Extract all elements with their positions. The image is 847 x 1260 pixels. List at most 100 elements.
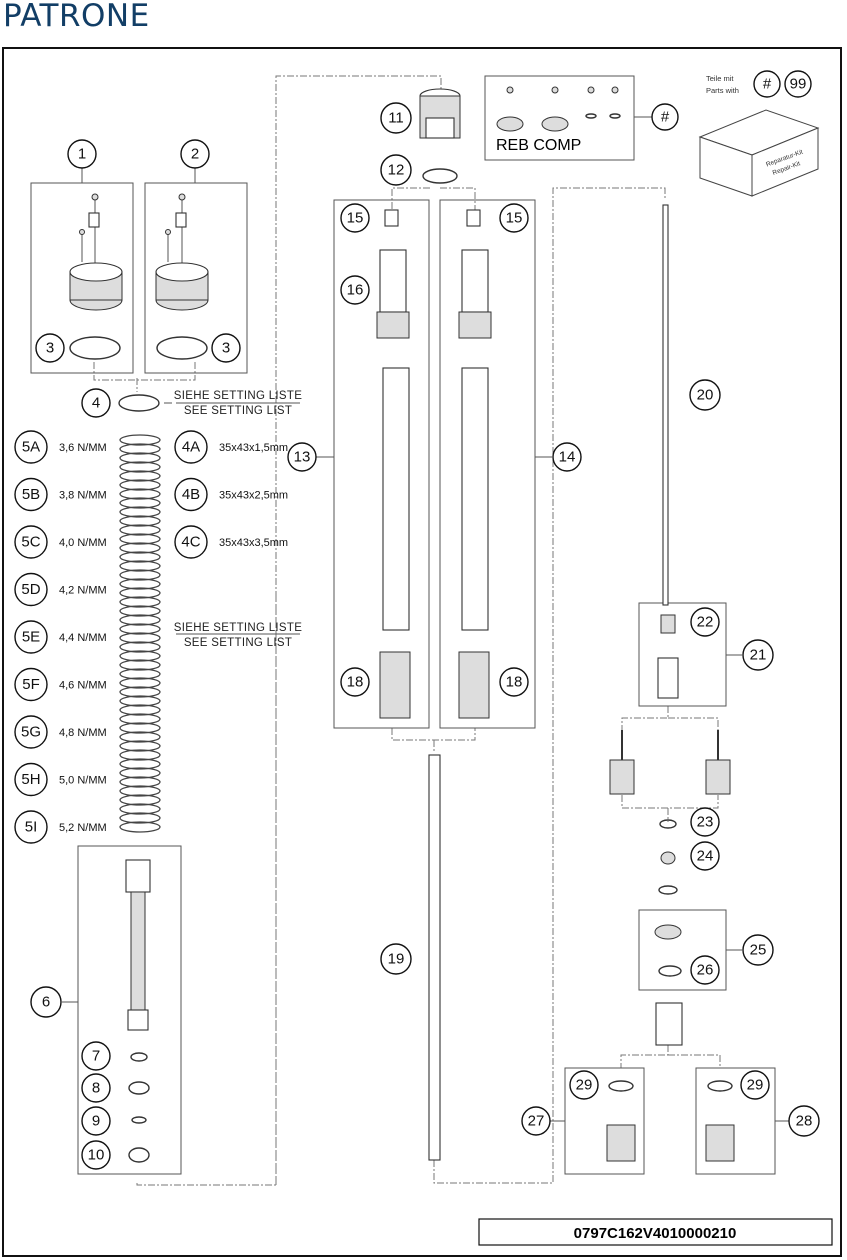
svg-text:15: 15 <box>506 210 523 227</box>
callout-29a: 29 <box>569 1070 599 1100</box>
connector-lines <box>93 75 721 1186</box>
shim-option-id: 4B <box>182 486 200 503</box>
reb-comp-parts <box>496 86 621 132</box>
shim-stack-part <box>654 819 683 1046</box>
part-6-box <box>77 845 182 1175</box>
callout-21: 21 <box>742 639 774 671</box>
spring-rate-label: 3,6 N/MM <box>59 442 107 454</box>
spring-option-id: 5F <box>22 676 40 693</box>
damper-rod-part <box>428 754 441 1161</box>
tube-13-part <box>376 209 411 719</box>
shim-size-label: 35x43x3,5mm <box>219 537 288 549</box>
svg-text:2: 2 <box>191 146 199 163</box>
reb-comp-box <box>484 75 635 161</box>
callout-19: 19 <box>380 943 412 975</box>
page-title: PATRONE <box>3 0 150 34</box>
callout-10: 10 <box>81 1140 111 1170</box>
callout-27: 27 <box>521 1106 551 1136</box>
svg-text:11: 11 <box>388 110 404 127</box>
callout-3b: 3 <box>211 333 241 363</box>
spring-option-id: 5H <box>21 771 40 788</box>
spring-option-id: 5G <box>21 724 41 741</box>
spring-rate-label: 3,8 N/MM <box>59 490 107 502</box>
shim-option-4a: 4A <box>174 430 208 464</box>
callout-4: 4 <box>81 388 111 418</box>
spring-rate-label: 4,0 N/MM <box>59 537 107 549</box>
spring-option-5i: 5I <box>14 810 48 844</box>
callout-12: 12 <box>380 154 412 186</box>
svg-text:10: 10 <box>88 1147 105 1164</box>
top-cap-1-part <box>69 193 123 360</box>
kit-text-en: Parts with <box>706 86 739 95</box>
callout-22: 22 <box>690 607 720 637</box>
reb-comp-label: REB COMP <box>496 137 581 154</box>
svg-text:26: 26 <box>697 962 714 979</box>
callout-26: 26 <box>690 955 720 985</box>
spring-option-id: 5D <box>21 581 40 598</box>
callout-hash-legend: # <box>753 70 781 98</box>
svg-text:29: 29 <box>747 1077 764 1094</box>
repair-kit-box-icon: Reparatur-Kit Repair-Kit <box>698 109 820 197</box>
tube-14-part <box>458 209 492 719</box>
spring-option-id: 5E <box>22 629 40 646</box>
svg-text:12: 12 <box>388 162 405 179</box>
fork-spring-part <box>119 434 161 833</box>
spring-option-id: 5A <box>22 439 40 456</box>
svg-text:16: 16 <box>347 282 364 299</box>
svg-text:15: 15 <box>347 210 364 227</box>
cartridge-rod-part <box>125 859 151 1163</box>
callout-29b: 29 <box>740 1070 770 1100</box>
callout-15a: 15 <box>340 203 370 233</box>
svg-text:22: 22 <box>697 614 714 631</box>
part-2-box <box>144 182 248 374</box>
callout-hash-reb: # <box>651 103 679 131</box>
spring-rate-label: 4,8 N/MM <box>59 727 107 739</box>
kit-text-de: Teile mit <box>706 74 734 83</box>
svg-text:3: 3 <box>46 340 54 357</box>
spring-option-5g: 5G <box>14 715 48 749</box>
part-14-box <box>439 199 536 729</box>
spring-option-id: 5I <box>25 819 38 836</box>
callout-2: 2 <box>180 139 210 169</box>
callout-18a: 18 <box>340 667 370 697</box>
svg-text:#: # <box>661 109 670 126</box>
svg-text:#: # <box>763 76 772 93</box>
svg-text:28: 28 <box>796 1113 813 1130</box>
callout-16: 16 <box>340 275 370 305</box>
svg-text:23: 23 <box>697 814 714 831</box>
shim-option-4b: 4B <box>174 477 208 512</box>
callout-11: 11 <box>380 102 412 134</box>
spring-rate-label: 4,2 N/MM <box>59 585 107 597</box>
spring-option-5h: 5H <box>14 762 48 797</box>
svg-text:8: 8 <box>92 1080 100 1097</box>
svg-text:21: 21 <box>750 647 767 664</box>
spring-rate-label: 5,2 N/MM <box>59 822 107 834</box>
callout-28: 28 <box>788 1105 820 1137</box>
callout-3a: 3 <box>35 333 65 363</box>
callout-24: 24 <box>690 841 720 871</box>
callout-15b: 15 <box>499 203 529 233</box>
top-cap-2-part <box>155 193 209 360</box>
svg-text:99: 99 <box>790 76 807 93</box>
svg-text:4: 4 <box>92 395 100 412</box>
callout-leaders <box>62 116 790 1122</box>
callout-25: 25 <box>742 934 774 966</box>
setting-note-de-2: SIEHE SETTING LISTE <box>174 622 302 634</box>
spring-option-5c: 5C <box>14 525 48 559</box>
callout-14: 14 <box>552 442 582 472</box>
svg-text:19: 19 <box>388 951 405 968</box>
svg-text:13: 13 <box>294 449 311 466</box>
callout-23: 23 <box>690 807 720 837</box>
spring-rate-label: 5,0 N/MM <box>59 775 107 787</box>
setting-note-de-1: SIEHE SETTING LISTE <box>174 390 302 402</box>
part-number: 0797C162V4010000210 <box>574 1225 737 1242</box>
svg-text:29: 29 <box>576 1077 593 1094</box>
callout-kit-99: 99 <box>784 70 812 98</box>
preload-shim-part <box>118 394 160 412</box>
svg-text:7: 7 <box>92 1048 100 1065</box>
spring-rate-list: 5A 3,6 N/MM 5B 3,8 N/MM 5C 4,0 N/MM 5D 4,2 N/MM… <box>14 430 107 844</box>
part-13-box <box>333 199 430 729</box>
spring-option-id: 5B <box>22 486 40 503</box>
needle-valves-part <box>609 730 731 795</box>
